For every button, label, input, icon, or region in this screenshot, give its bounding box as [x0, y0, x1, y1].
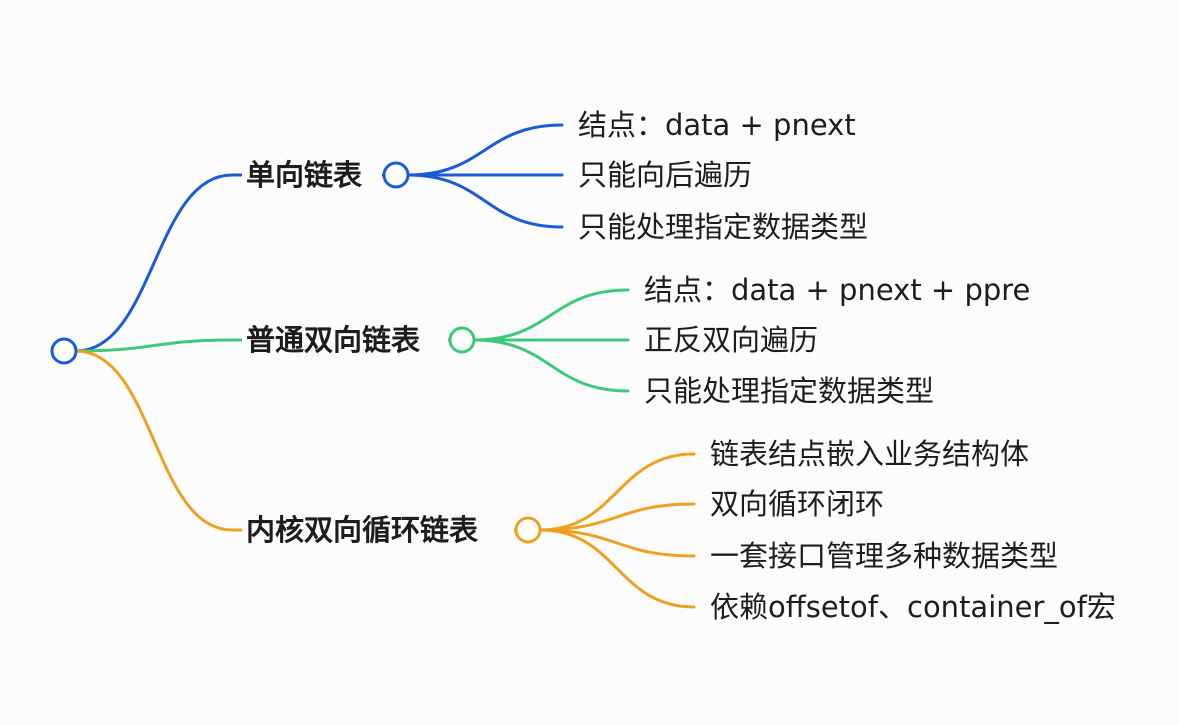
child-edge [472, 288, 630, 342]
leaf-label: 链表结点嵌入业务结构体 [710, 437, 1029, 471]
leaf-label: 双向循环闭环 [710, 487, 884, 521]
edges-layer [74, 123, 696, 609]
leaf-label: 一套接口管理多种数据类型 [710, 539, 1058, 573]
branch-label-3: 内核双向循环链表 [246, 513, 478, 547]
child-edge [538, 452, 696, 532]
child-edge [406, 173, 564, 229]
root-node-circle[interactable] [50, 337, 78, 365]
branch-node-circle-3[interactable] [514, 516, 542, 544]
child-edge [538, 528, 696, 558]
branch-label-background [242, 508, 514, 548]
branch-edge-1 [74, 173, 386, 353]
branch-label-2: 普通双向链表 [246, 323, 420, 357]
child-edge [472, 338, 630, 393]
child-edge [538, 502, 696, 532]
leaf-label: 只能处理指定数据类型 [644, 374, 934, 408]
branch-label-1: 单向链表 [246, 158, 362, 192]
branch-edge-2 [74, 338, 452, 353]
branch-label-background [242, 318, 448, 358]
leaf-label: 只能向后遍历 [578, 158, 752, 192]
child-edge [538, 528, 696, 609]
leaf-label: 依赖offsetof、container_of宏 [710, 590, 1116, 624]
leaf-label: 只能处理指定数据类型 [578, 210, 868, 244]
branch-node-circle-1[interactable] [382, 161, 410, 189]
branch-edge-3 [74, 349, 518, 532]
nodes-layer [50, 161, 542, 544]
child-edge [406, 123, 564, 177]
leaf-label: 结点：data + pnext + ppre [644, 273, 1030, 307]
leaf-label: 结点：data + pnext [578, 108, 856, 142]
branch-node-circle-2[interactable] [448, 326, 476, 354]
leaf-label: 正反双向遍历 [644, 323, 818, 357]
branch-label-background [242, 153, 382, 193]
